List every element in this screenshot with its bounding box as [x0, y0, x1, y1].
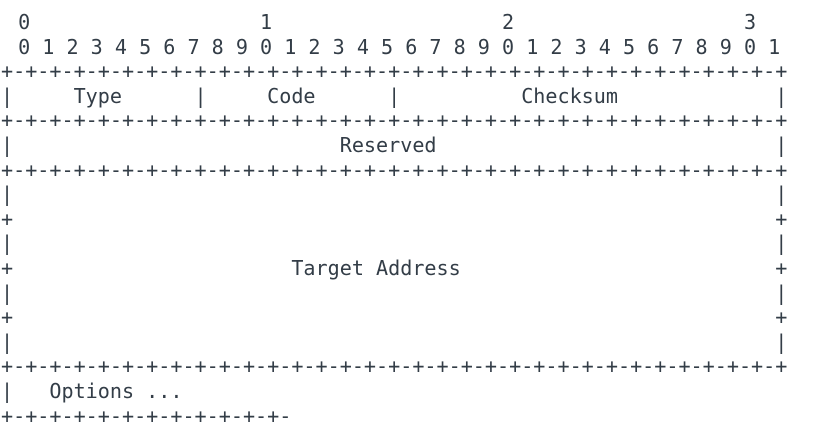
target-address-edge-row: | |: [1, 329, 788, 354]
diagram-body: +-+-+-+-+-+-+-+-+-+-+-+-+-+-+-+-+-+-+-+-…: [1, 59, 818, 428]
ruler-bit-row: 0 1 2 3 4 5 6 7 8 9 0 1 2 3 4 5 6 7 8 9 …: [6, 34, 781, 59]
target-address-edge-row: | |: [1, 280, 788, 305]
row-target-address: + Target Address +: [1, 255, 788, 280]
target-address-edge-row: + +: [1, 305, 788, 330]
border-row: +-+-+-+-+-+-+-+-+-+-+-+-+-+-+-+-+-+-+-+-…: [1, 157, 788, 182]
row-options: | Options ...: [1, 378, 183, 403]
bit-ruler: 0 1 2 3 0 1 2 3 4 5 6 7 8 9 0 1 2 3 4 5 …: [6, 10, 818, 59]
border-row: +-+-+-+-+-+-+-+-+-+-+-+-+-+-+-+-+-+-+-+-…: [1, 108, 788, 133]
ruler-decade-row: 0 1 2 3: [6, 10, 757, 34]
border-row: +-+-+-+-+-+-+-+-+-+-+-+-+-+-+-+-+-+-+-+-…: [1, 59, 788, 84]
target-address-edge-row: + +: [1, 206, 788, 231]
row-reserved: | Reserved |: [1, 132, 788, 157]
row-type-code-checksum: | Type | Code | Checksum |: [1, 83, 788, 108]
target-address-edge-row: | |: [1, 231, 788, 256]
target-address-edge-row: | |: [1, 182, 788, 207]
border-row: +-+-+-+-+-+-+-+-+-+-+-+-+-+-+-+-+-+-+-+-…: [1, 354, 788, 379]
border-row-partial: +-+-+-+-+-+-+-+-+-+-+-+-: [1, 403, 292, 428]
